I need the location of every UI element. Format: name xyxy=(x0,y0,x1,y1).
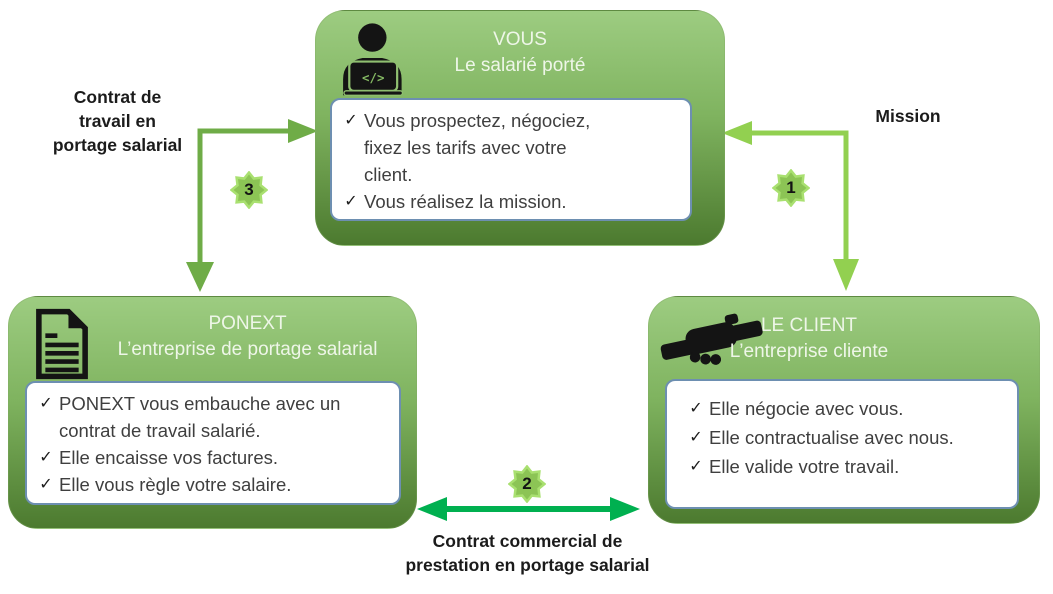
step-number: 3 xyxy=(244,180,254,199)
checklist-item-text: Vous prospectez, négociez, fixez les tar… xyxy=(364,110,591,185)
checklist-item-text: PONEXT vous embauche avec un contrat de … xyxy=(59,393,341,441)
checklist-item: ✓ Elle contractualise avec nous. xyxy=(683,423,1013,452)
label-mission: Mission xyxy=(858,104,958,128)
check-icon: ✓ xyxy=(689,429,703,446)
step-badge-1: 1 xyxy=(772,169,810,207)
step-number: 1 xyxy=(786,178,796,197)
node-subtitle-text: L’entreprise cliente xyxy=(729,341,889,362)
label-line: Contrat de xyxy=(73,87,162,107)
star-badge-icon xyxy=(772,169,810,207)
checklist-item: ✓ Elle négocie avec vous. xyxy=(683,394,1013,423)
star-badge-icon xyxy=(508,465,546,503)
step-badge-3: 3 xyxy=(230,171,268,209)
label-line: portage salarial xyxy=(52,135,183,155)
check-icon: ✓ xyxy=(39,476,53,493)
checklist-item-text: Vous réalisez la mission. xyxy=(364,191,567,212)
check-icon: ✓ xyxy=(689,400,703,417)
checklist-item-text: Elle valide votre travail. xyxy=(709,456,900,477)
checklist-item-text: Elle négocie avec vous. xyxy=(709,398,904,419)
check-icon: ✓ xyxy=(39,395,53,412)
label-commercial-contract: Contrat commercial de prestation en port… xyxy=(390,529,665,577)
label-work-contract: Contrat de travail en portage salarial xyxy=(30,85,205,157)
node-ponext: PONEXT L’entreprise de portage salarial … xyxy=(8,296,417,529)
check-icon: ✓ xyxy=(689,458,703,475)
check-icon: ✓ xyxy=(344,193,358,210)
checklist-item-text: Elle vous règle votre salaire. xyxy=(59,474,292,495)
node-title-text: PONEXT xyxy=(208,313,287,334)
label-line: prestation en portage salarial xyxy=(405,555,650,575)
vous-checklist-panel: ✓ Vous prospectez, négociez, fixez les t… xyxy=(330,98,692,221)
node-vous-title: VOUS Le salarié porté xyxy=(316,27,724,79)
ponext-checklist-panel: ✓ PONEXT vous embauche avec un contrat d… xyxy=(25,381,401,505)
node-client: LE CLIENT L’entreprise cliente ✓ Elle né… xyxy=(648,296,1040,524)
label-line: travail en xyxy=(79,111,156,131)
check-icon: ✓ xyxy=(39,449,53,466)
checklist-item: ✓ Vous prospectez, négociez, fixez les t… xyxy=(338,107,686,188)
node-subtitle-text: L’entreprise de portage salarial xyxy=(117,339,378,360)
checklist-item-text: Elle encaisse vos factures. xyxy=(59,447,279,468)
label-line: Contrat commercial de xyxy=(432,531,623,551)
checklist-item: ✓ PONEXT vous embauche avec un contrat d… xyxy=(33,390,395,444)
checklist-item: ✓ Vous réalisez la mission. xyxy=(338,188,686,215)
label-line: Mission xyxy=(875,106,941,126)
step-badge-2: 2 xyxy=(508,465,546,503)
checklist-item: ✓ Elle encaisse vos factures. xyxy=(33,444,395,471)
handshake-icon xyxy=(660,313,763,365)
document-icon xyxy=(36,308,88,380)
client-checklist-panel: ✓ Elle négocie avec vous. ✓ Elle contrac… xyxy=(665,379,1019,509)
node-subtitle-text: Le salarié porté xyxy=(454,55,586,76)
check-icon: ✓ xyxy=(344,112,358,129)
node-title-text: VOUS xyxy=(493,29,547,50)
node-ponext-title: PONEXT L’entreprise de portage salarial xyxy=(81,311,414,363)
node-client-title: LE CLIENT L’entreprise cliente xyxy=(649,313,969,365)
checklist-item-text: Elle contractualise avec nous. xyxy=(709,427,954,448)
node-vous: </> VOUS Le salarié porté ✓ Vous prospec… xyxy=(315,10,725,246)
star-badge-icon xyxy=(230,171,268,209)
code-glyph: </> xyxy=(362,70,384,85)
checklist-item: ✓ Elle vous règle votre salaire. xyxy=(33,471,395,498)
person-at-laptop-icon: </> xyxy=(343,23,404,96)
node-title-text: LE CLIENT xyxy=(760,315,858,336)
checklist-item: ✓ Elle valide votre travail. xyxy=(683,452,1013,481)
step-number: 2 xyxy=(522,474,532,493)
